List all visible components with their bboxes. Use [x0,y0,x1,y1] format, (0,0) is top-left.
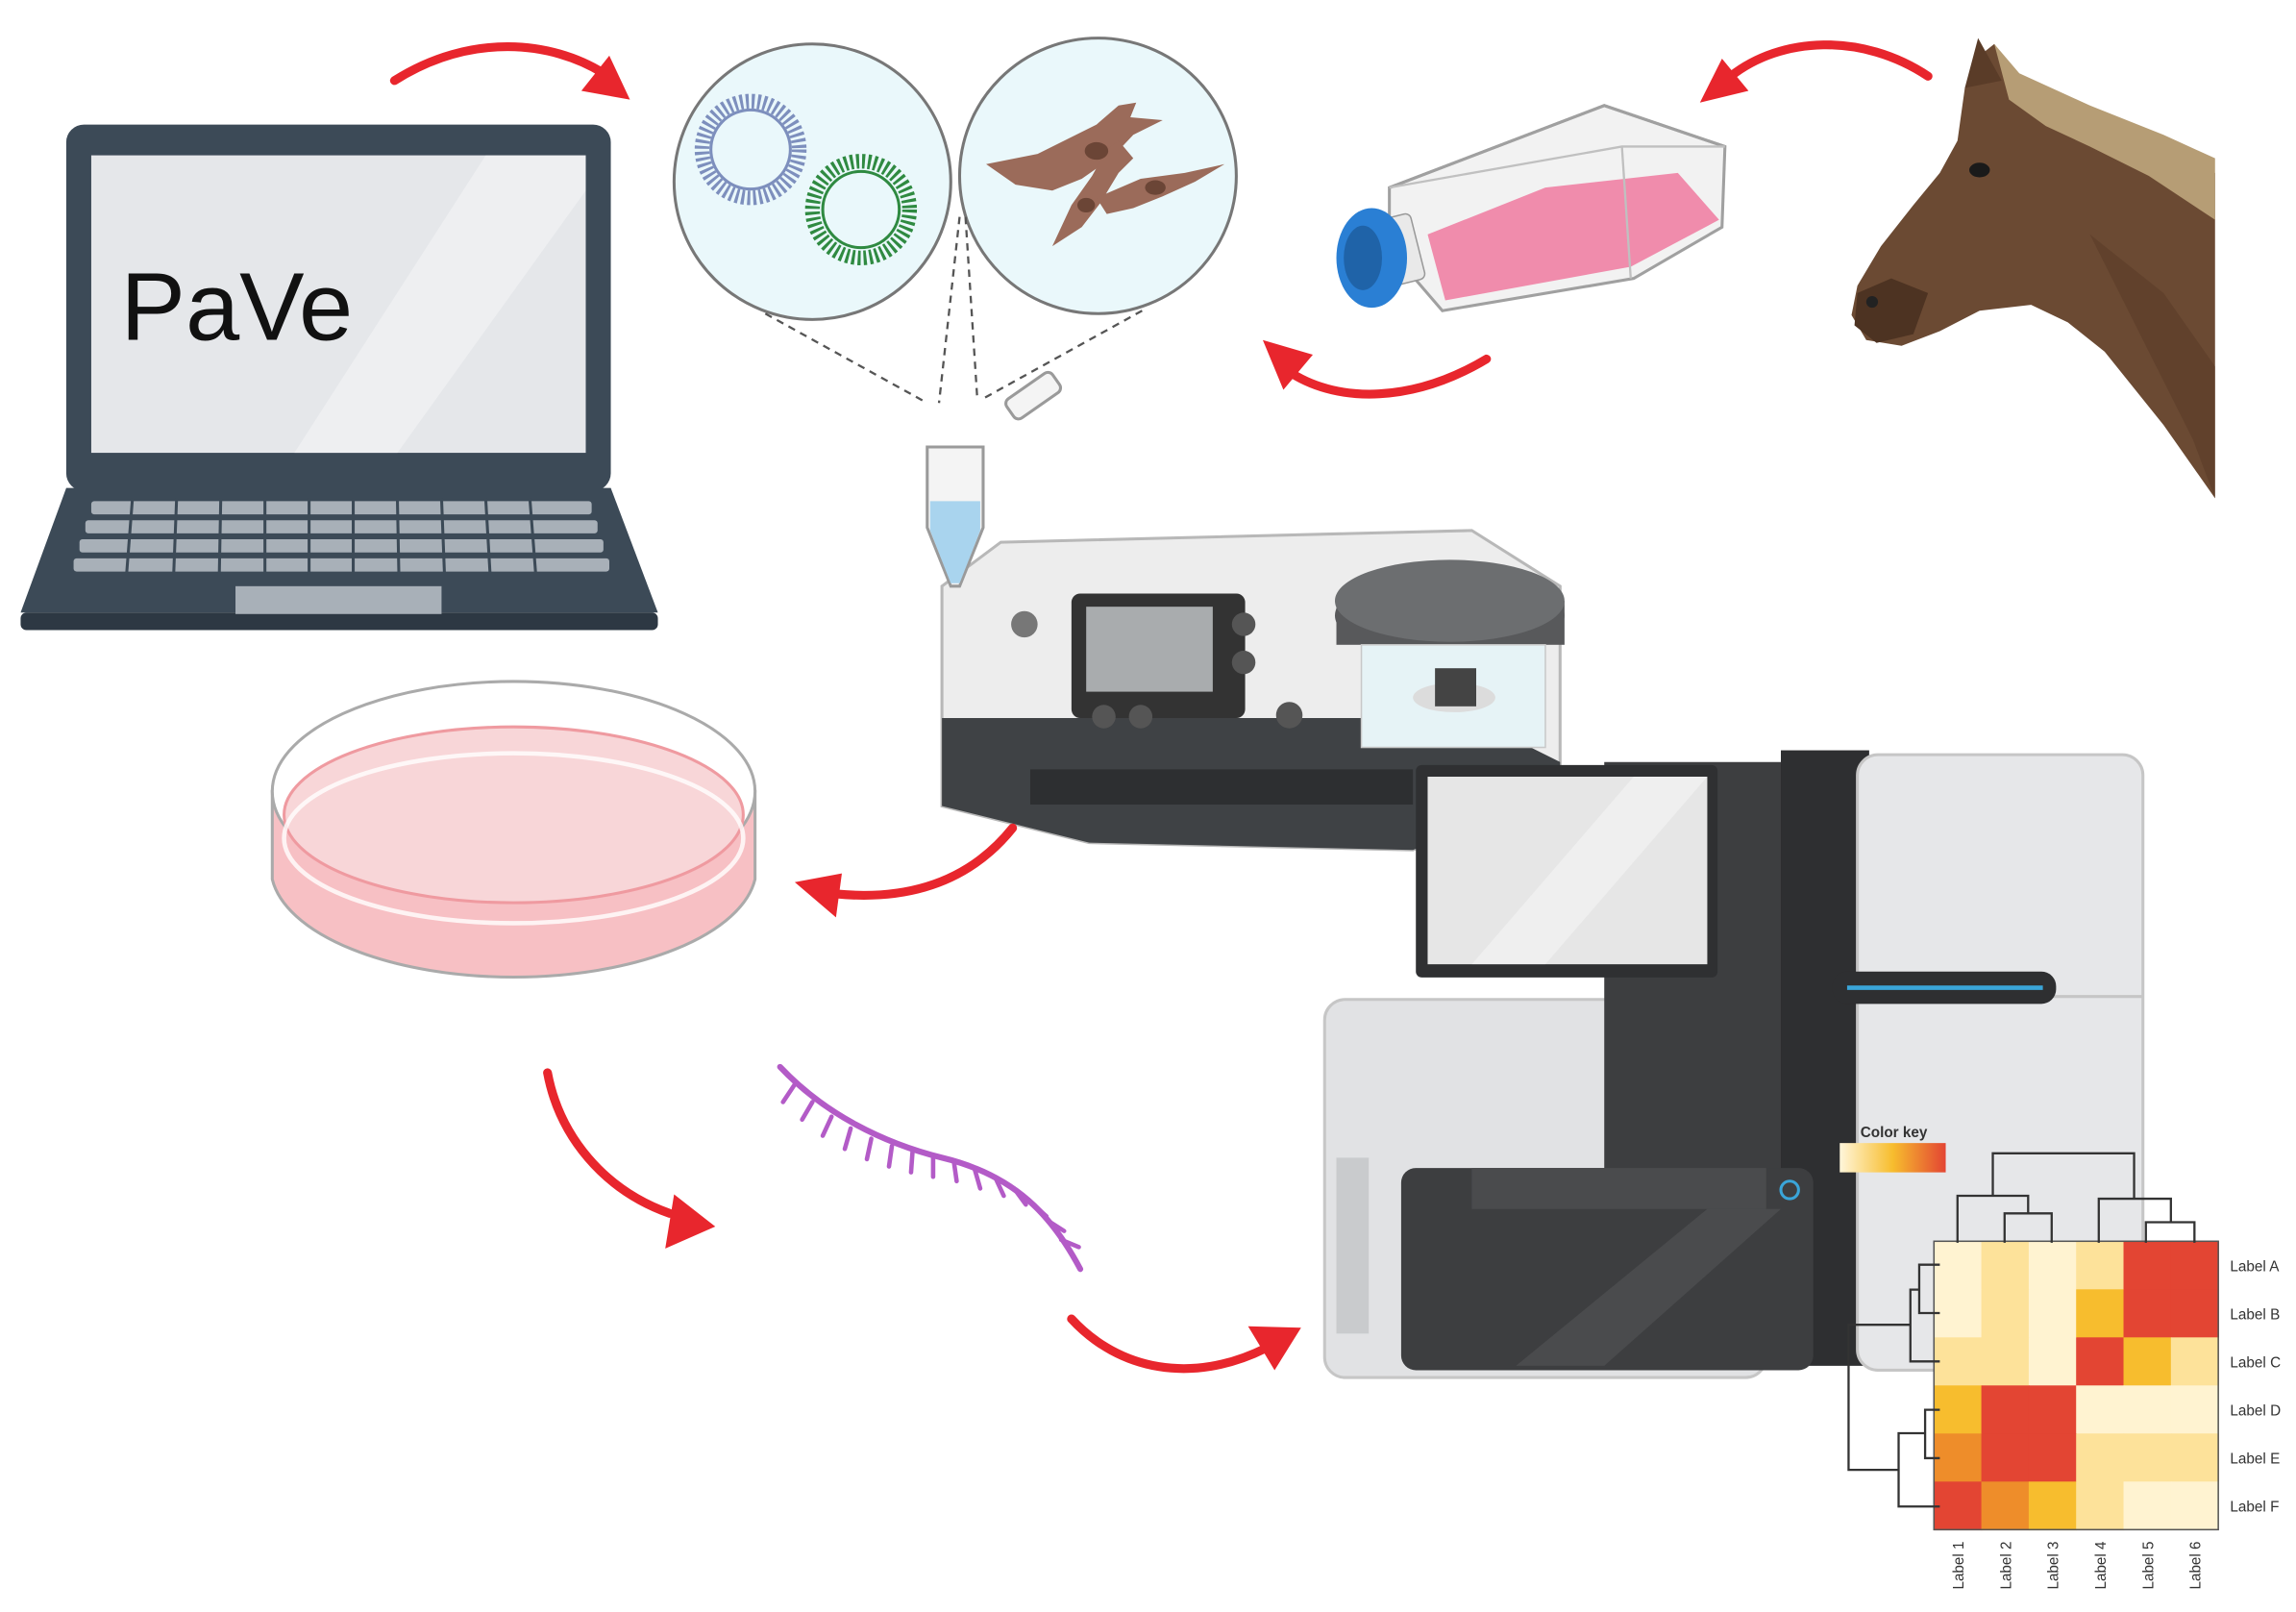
heatmap-column-dendrogram [1956,1152,2196,1243]
heatmap-cell [2170,1433,2219,1483]
arrow-rna-to-sequencer [1067,1314,1301,1374]
cells-zoom-circle [957,37,1238,315]
arrow-dish-to-rna [543,1068,716,1249]
arrow-laptop-to-circles [389,42,630,100]
heatmap-cell [1934,1289,1983,1339]
heatmap-row-label: Label A [2230,1258,2280,1275]
heatmap-cell [2170,1385,2219,1435]
heatmap-column-label: Label 4 [2093,1541,2110,1589]
heatmap-row-label: Label C [2230,1354,2281,1371]
heatmap-cell [2028,1241,2077,1291]
heatmap-cell [1934,1385,1983,1435]
vesicle-zoom-circle [672,42,952,321]
heatmap-cell [2123,1241,2172,1291]
heatmap-cell [1934,1433,1983,1483]
heatmap-cell [2170,1337,2219,1387]
heatmap-cell [2076,1289,2125,1339]
heatmap-cell [1934,1337,1983,1387]
heatmap-cell [1934,1481,1983,1531]
keyboard [73,501,610,572]
heatmap-cell [1934,1241,1983,1291]
heatmap-cell [1981,1337,2030,1387]
cell-culture-flask [1336,104,1727,312]
petri-dish [270,680,757,980]
heatmap-cell [1981,1481,2030,1531]
heatmap-cell [2123,1289,2172,1339]
heatmap-cell [2170,1241,2219,1291]
arrow-instrument-to-dish [794,823,1018,918]
heatmap-cell [2123,1385,2172,1435]
heatmap-cell [2028,1433,2077,1483]
heatmap-cell [2076,1385,2125,1435]
heatmap-cell [2123,1337,2172,1387]
heatmap-cell [2076,1481,2125,1531]
heatmap-column-label: Label 5 [2140,1542,2157,1590]
heatmap-cell [2123,1433,2172,1483]
rna-strand [777,1063,1084,1273]
heatmap-cell [2076,1337,2125,1387]
heatmap-column-label: Label 3 [2046,1542,2062,1590]
heatmap-cell [2076,1433,2125,1483]
heatmap-row-label: Label F [2230,1499,2279,1515]
heatmap-cell [2028,1337,2077,1387]
heatmap-frame [1933,1240,2219,1531]
heatmap-cell [1981,1289,2030,1339]
heatmap-cells [1933,1240,2219,1531]
heatmap-cell [2123,1481,2172,1531]
heatmap-cell [2028,1385,2077,1435]
heatmap-row-label: Label B [2230,1306,2280,1323]
heatmap-column-labels: Label 1 Label 2 Label 3 Label 4 Label 5 Label… [1951,1541,2205,1589]
zoom-lines [764,216,1143,405]
heatmap-row-label: Label E [2230,1451,2280,1467]
heatmap-color-key-title: Color key [1861,1125,1928,1141]
heatmap-cell [2170,1289,2219,1339]
heatmap-row-dendrogram [1847,1263,1940,1508]
heatmap-cell [1981,1241,2030,1291]
heatmap-column-label: Label 6 [2188,1542,2205,1590]
heatmap-cell [2170,1481,2219,1531]
heatmap-row-label: Label D [2230,1402,2281,1419]
arrow-flask-to-circles [1262,339,1492,399]
heatmap-cell [2076,1241,2125,1291]
heatmap-column-label: Label 2 [1998,1542,2014,1590]
heatmap-cell [2028,1481,2077,1531]
heatmap-cell [2028,1289,2077,1339]
heatmap-cell [1981,1433,2030,1483]
heatmap-cell [1981,1385,2030,1435]
vesicle-green [804,154,918,265]
vesicle-blue [694,93,807,206]
arrow-horse-to-flask [1699,40,1933,103]
sequencer-instrument [1322,750,2145,1379]
heatmap-row-labels: Label A Label B Label C Label D Label E Label… [2230,1258,2281,1515]
horse-illustration [1851,37,2215,499]
laptop-screen-text: PaVe [121,254,354,361]
heatmap-column-label: Label 1 [1951,1542,1967,1590]
laptop-illustration: PaVe [20,124,658,631]
electroporator-instrument [940,529,1565,852]
microcentrifuge-tube [926,370,1063,588]
